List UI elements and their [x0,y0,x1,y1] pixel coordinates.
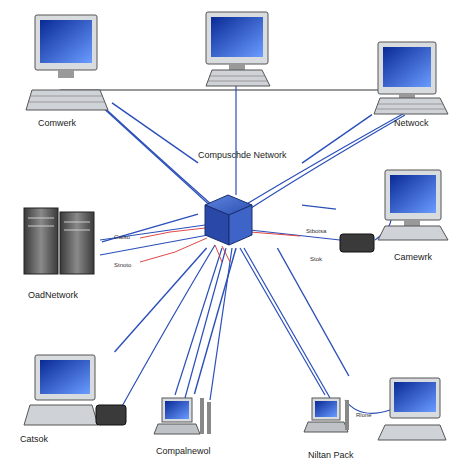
wire-label: Gatso [114,234,130,240]
wire-label: Stbotsa [306,228,326,234]
device-node: Catsok [14,352,130,448]
device-label: Camewrk [394,252,432,263]
network-cable [302,205,336,209]
device-node: Camewrk [336,166,452,266]
device-node: Comwerk [26,12,112,134]
device-label: Catsok [20,434,48,445]
device-node: Niltan Pack [300,376,448,466]
device-node: OadNetwork [18,204,102,304]
network-cable [277,248,348,376]
network-cable [115,248,207,352]
device-node: Netwock [372,40,452,134]
device-label: OadNetwork [28,290,78,301]
desktop-computer [340,170,448,252]
device-label: Niltan Pack [308,450,354,461]
laptop [304,378,446,440]
device-label: Netwock [394,118,429,129]
device-node: Compalnewol [150,394,220,460]
device-label: Comwerk [38,118,76,129]
desktop-computer [24,355,126,425]
wire [60,80,420,413]
wire-label: Stnoto [114,262,131,268]
wire-label: Stok [310,256,322,262]
hub-node: Compuschde Network [198,150,302,248]
server-tower [24,208,94,274]
network-hub [205,195,252,245]
desktop-computer [206,12,270,86]
wire-label: Rlone [356,412,372,418]
device-label: Compalnewol [156,446,211,457]
network-cable [302,115,372,163]
device-label: Compuschde Network [198,150,287,161]
laptop [154,398,211,434]
desktop-computer [374,42,448,114]
desktop-computer [26,15,108,110]
